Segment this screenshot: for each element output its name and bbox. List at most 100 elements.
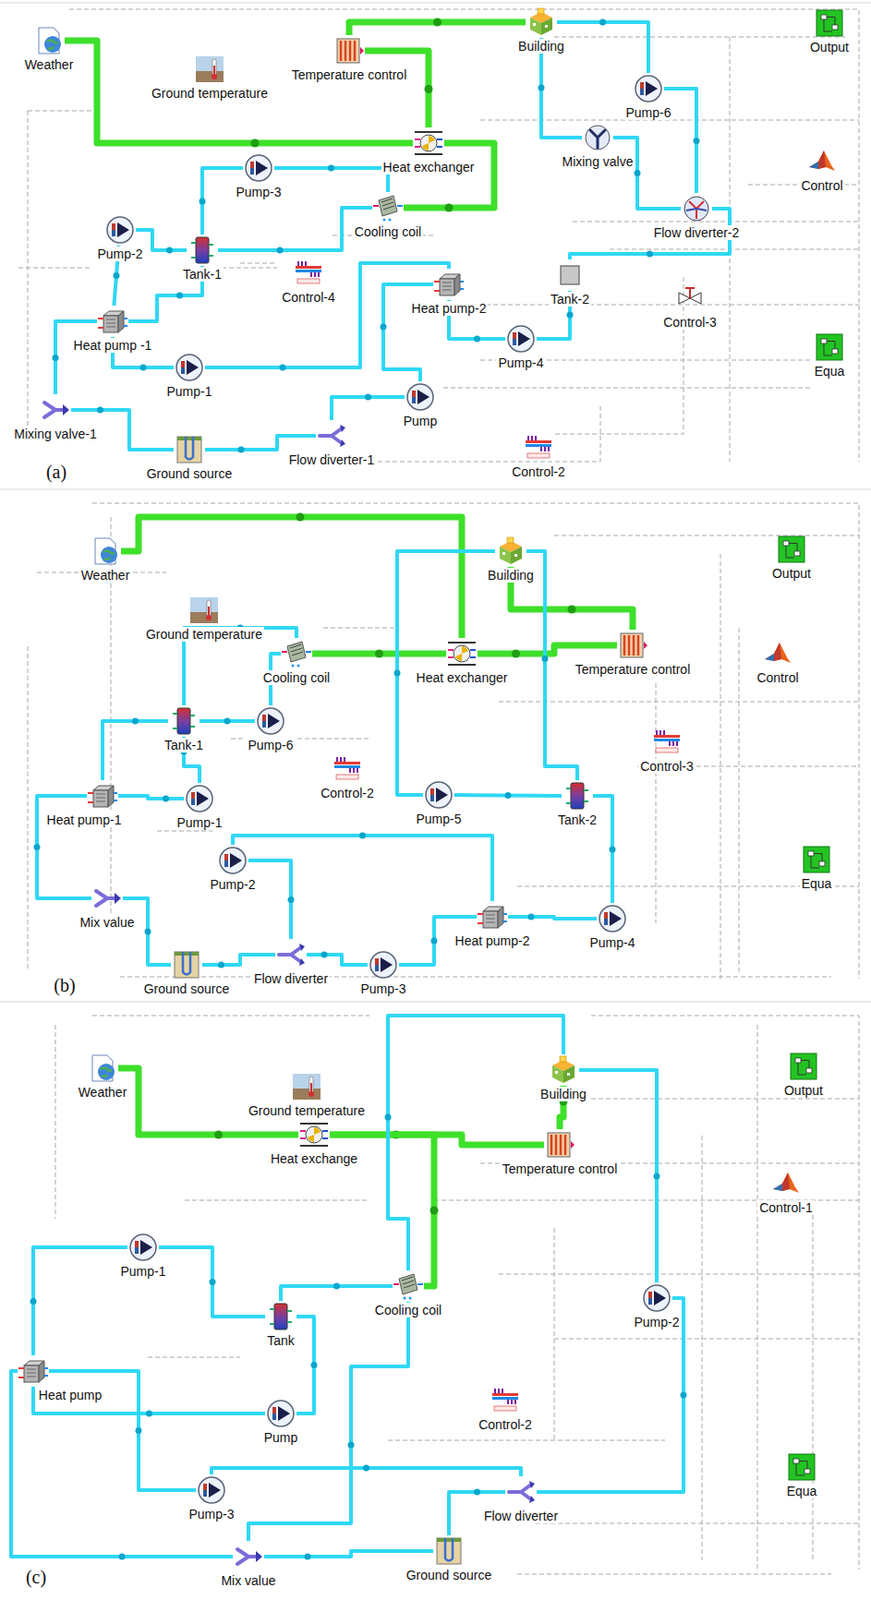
- component-label: Heat exchange: [268, 1151, 360, 1167]
- pump-symbol: [174, 352, 205, 383]
- ground-symbol: [171, 950, 202, 980]
- component: Building: [516, 7, 567, 54]
- component: Temperature control: [290, 36, 410, 83]
- component-label: Tank-2: [548, 291, 592, 307]
- flow-dot: [238, 447, 245, 454]
- water-pipe: [331, 397, 405, 421]
- water-pipe: [664, 88, 697, 194]
- flow-dot: [609, 846, 617, 854]
- pump-symbol: [405, 382, 436, 412]
- component-label: Control-2: [318, 786, 376, 801]
- component-label: Temperature control: [500, 1161, 620, 1177]
- flow-dot: [431, 938, 438, 945]
- control-wire: [18, 9, 859, 462]
- mix-symbol: [40, 395, 71, 425]
- tank-icon: [169, 706, 199, 737]
- component-label: Heat pump -1: [72, 338, 155, 353]
- water-pipe: [536, 1298, 684, 1493]
- pump-icon: [174, 352, 205, 383]
- heatpump-icon: [477, 902, 508, 932]
- component: Mixing valve: [559, 122, 635, 170]
- component-label: Ground temperature: [144, 627, 265, 642]
- component-label: Cooling coil: [352, 224, 424, 240]
- flow-dot: [34, 844, 41, 851]
- flow-dot: [327, 165, 335, 172]
- component: Mixing valve-1: [12, 395, 98, 442]
- flow-dot: [279, 364, 287, 372]
- pump-icon: [255, 706, 286, 737]
- component: Output: [808, 8, 851, 55]
- component-label: Pump-5: [413, 811, 463, 827]
- hx-symbol: [447, 639, 477, 669]
- ground-icon: [434, 1536, 464, 1567]
- heatcool-symbol: [490, 1386, 521, 1416]
- component: Output: [770, 534, 813, 581]
- water-pipe: [556, 22, 649, 73]
- component: Cooling coil: [373, 1271, 444, 1319]
- weather-icon: [90, 536, 121, 567]
- tempctrl-icon: [544, 1130, 575, 1161]
- pump-symbol: [255, 706, 286, 737]
- component: Weather: [79, 536, 133, 583]
- component-label: Tank: [265, 1333, 297, 1349]
- water-pipe: [33, 1247, 128, 1356]
- equa-symbol: [776, 534, 807, 565]
- flow-dot: [30, 1298, 37, 1306]
- flow-dot: [445, 204, 454, 213]
- flow-dot: [199, 198, 206, 206]
- flow-dot: [348, 1442, 355, 1450]
- coil-symbol: [373, 193, 403, 223]
- flow-dot: [424, 84, 434, 94]
- component: Pump-6: [623, 73, 673, 121]
- matlab-symbol: [807, 146, 837, 177]
- component-label: Temperature control: [573, 662, 693, 678]
- flow-dot: [385, 1114, 392, 1122]
- building-symbol: [526, 7, 557, 37]
- flow-dot: [634, 169, 642, 177]
- matlab-symbol: [762, 639, 793, 669]
- equa-icon: [801, 845, 832, 875]
- component: Heat pump-1: [63, 781, 143, 828]
- water-pipe: [264, 1551, 434, 1558]
- pump-symbol: [506, 324, 536, 354]
- mix-icon: [92, 883, 122, 914]
- component-label: Tank-1: [162, 737, 206, 753]
- component-label: Cooling coil: [373, 1303, 444, 1319]
- weather-symbol: [87, 1053, 118, 1084]
- flow-dot: [473, 336, 481, 343]
- component-label: Pump-1: [174, 815, 224, 831]
- flow-dot: [132, 718, 139, 726]
- tank-icon: [562, 781, 593, 811]
- water-pipe: [55, 321, 97, 395]
- component-label: Tank-2: [556, 812, 599, 828]
- air-duct: [64, 40, 413, 144]
- component: Weather: [23, 25, 76, 73]
- component-label: Equa: [799, 876, 835, 892]
- pump-symbol: [368, 950, 399, 980]
- flow-dot: [433, 18, 442, 27]
- water-pipe: [232, 835, 493, 902]
- component: Pump: [401, 382, 440, 429]
- component-label: Pump: [262, 1430, 301, 1446]
- diverter2-symbol: [681, 193, 712, 224]
- component: Tank-2: [548, 260, 592, 307]
- water-pipe: [11, 1371, 233, 1558]
- component-label: Ground temperature: [149, 85, 270, 101]
- air-duct: [403, 143, 495, 208]
- tank-symbol: [169, 706, 199, 737]
- water-pipe: [118, 796, 184, 799]
- component: Heat exchanger: [381, 128, 477, 175]
- component: Heat pump: [0, 1356, 67, 1404]
- component: Control-2: [509, 433, 568, 480]
- component: Pump-2: [207, 846, 257, 893]
- component-label: Heat pump-1: [45, 812, 124, 828]
- component: Tank-1: [162, 706, 206, 753]
- pump-icon: [128, 1233, 158, 1263]
- component: Ground source: [145, 435, 235, 482]
- valve-icon: [675, 283, 705, 314]
- mix-icon: [233, 1542, 264, 1573]
- air-duct: [120, 517, 462, 639]
- component: Pump-6: [245, 706, 295, 753]
- water-pipe: [526, 551, 578, 781]
- water-pipe: [613, 137, 681, 209]
